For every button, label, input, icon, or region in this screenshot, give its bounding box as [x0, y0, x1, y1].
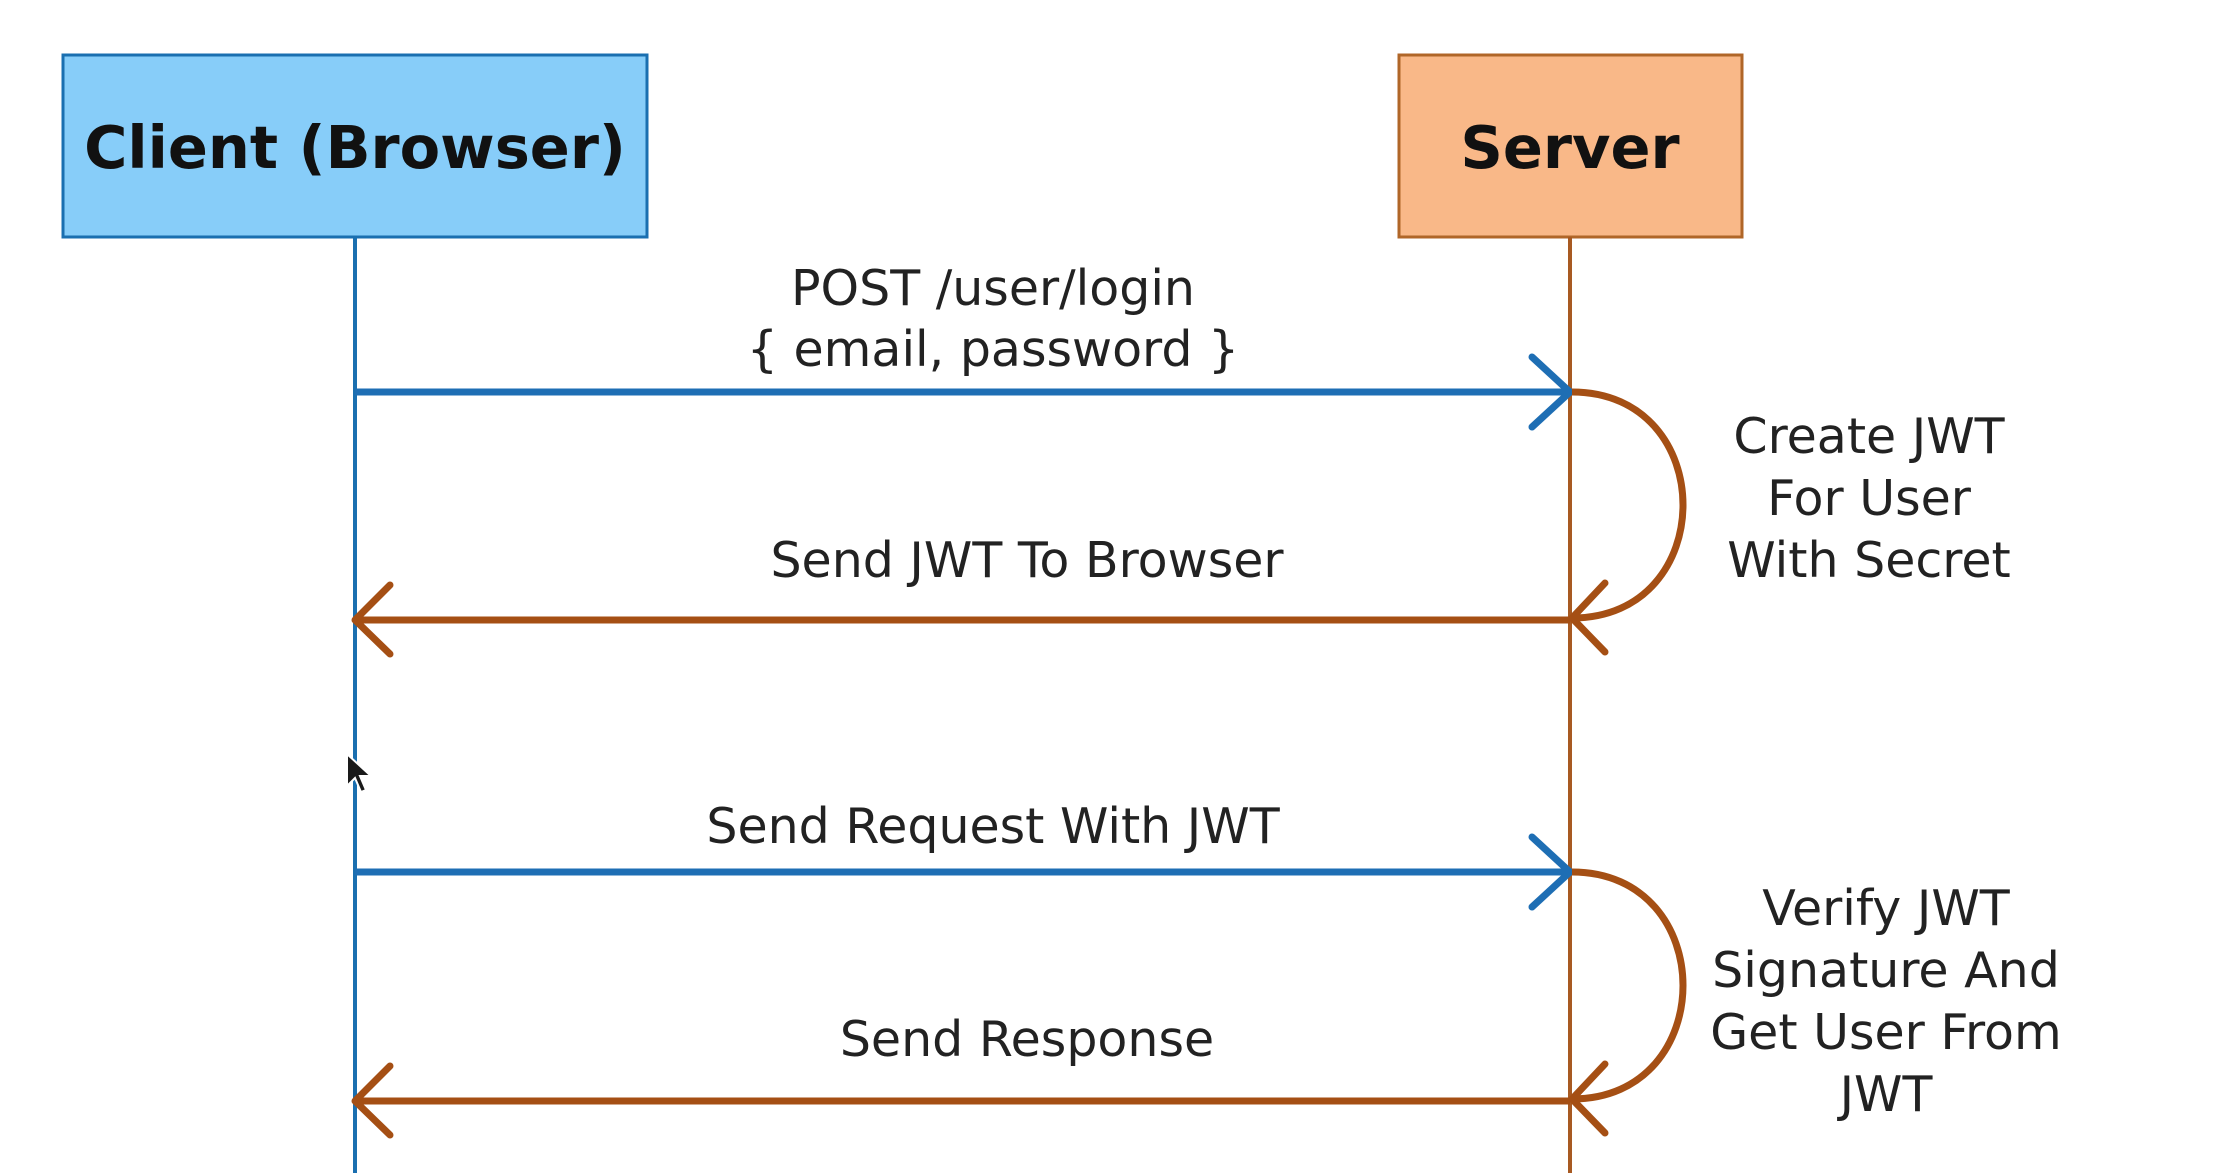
note-verify-jwt: Verify JWT Signature And Get User From J… [1568, 868, 2062, 1137]
message-send-response-label: Send Response [840, 1011, 1214, 1068]
message-login-label-line-2: { email, password } [747, 321, 1239, 378]
note-verify-jwt-line-4: JWT [1837, 1066, 1934, 1123]
message-login-request: POST /user/login { email, password } [355, 260, 1574, 431]
note-verify-jwt-line-2: Signature And [1712, 942, 2060, 999]
note-verify-jwt-line-1: Verify JWT [1762, 880, 2010, 937]
note-create-jwt-curve [1571, 388, 1687, 622]
mouse-pointer-icon [346, 752, 374, 794]
message-login-arrow-head [1528, 353, 1574, 431]
note-create-jwt-line-3: With Secret [1727, 532, 2010, 589]
message-send-jwt-arrow-head [351, 581, 394, 658]
note-create-jwt-line-1: Create JWT [1733, 408, 2005, 465]
note-create-jwt-line-2: For User [1767, 470, 1972, 527]
note-create-jwt: Create JWT For User With Secret [1568, 388, 2011, 656]
note-verify-jwt-line-3: Get User From [1710, 1004, 2062, 1061]
server-actor-label: Server [1460, 113, 1679, 182]
client-actor-label: Client (Browser) [84, 113, 626, 182]
message-send-request: Send Request With JWT [355, 798, 1574, 911]
message-send-response-arrow-head [351, 1062, 394, 1139]
note-verify-jwt-curve [1571, 868, 1687, 1103]
server-actor: Server [1397, 53, 1744, 239]
client-actor: Client (Browser) [61, 53, 649, 239]
message-send-request-arrow-head [1528, 833, 1574, 911]
client-actor-box [61, 53, 649, 239]
message-send-jwt-label: Send JWT To Browser [770, 532, 1284, 589]
message-send-response: Send Response [351, 1011, 1570, 1139]
note-create-jwt-arrow-head [1568, 579, 1609, 656]
note-verify-jwt-arrow-head [1568, 1060, 1609, 1137]
message-send-request-label: Send Request With JWT [706, 798, 1280, 855]
message-send-jwt: Send JWT To Browser [351, 532, 1570, 658]
message-login-label-line-1: POST /user/login [791, 260, 1195, 317]
server-actor-box [1397, 53, 1744, 239]
